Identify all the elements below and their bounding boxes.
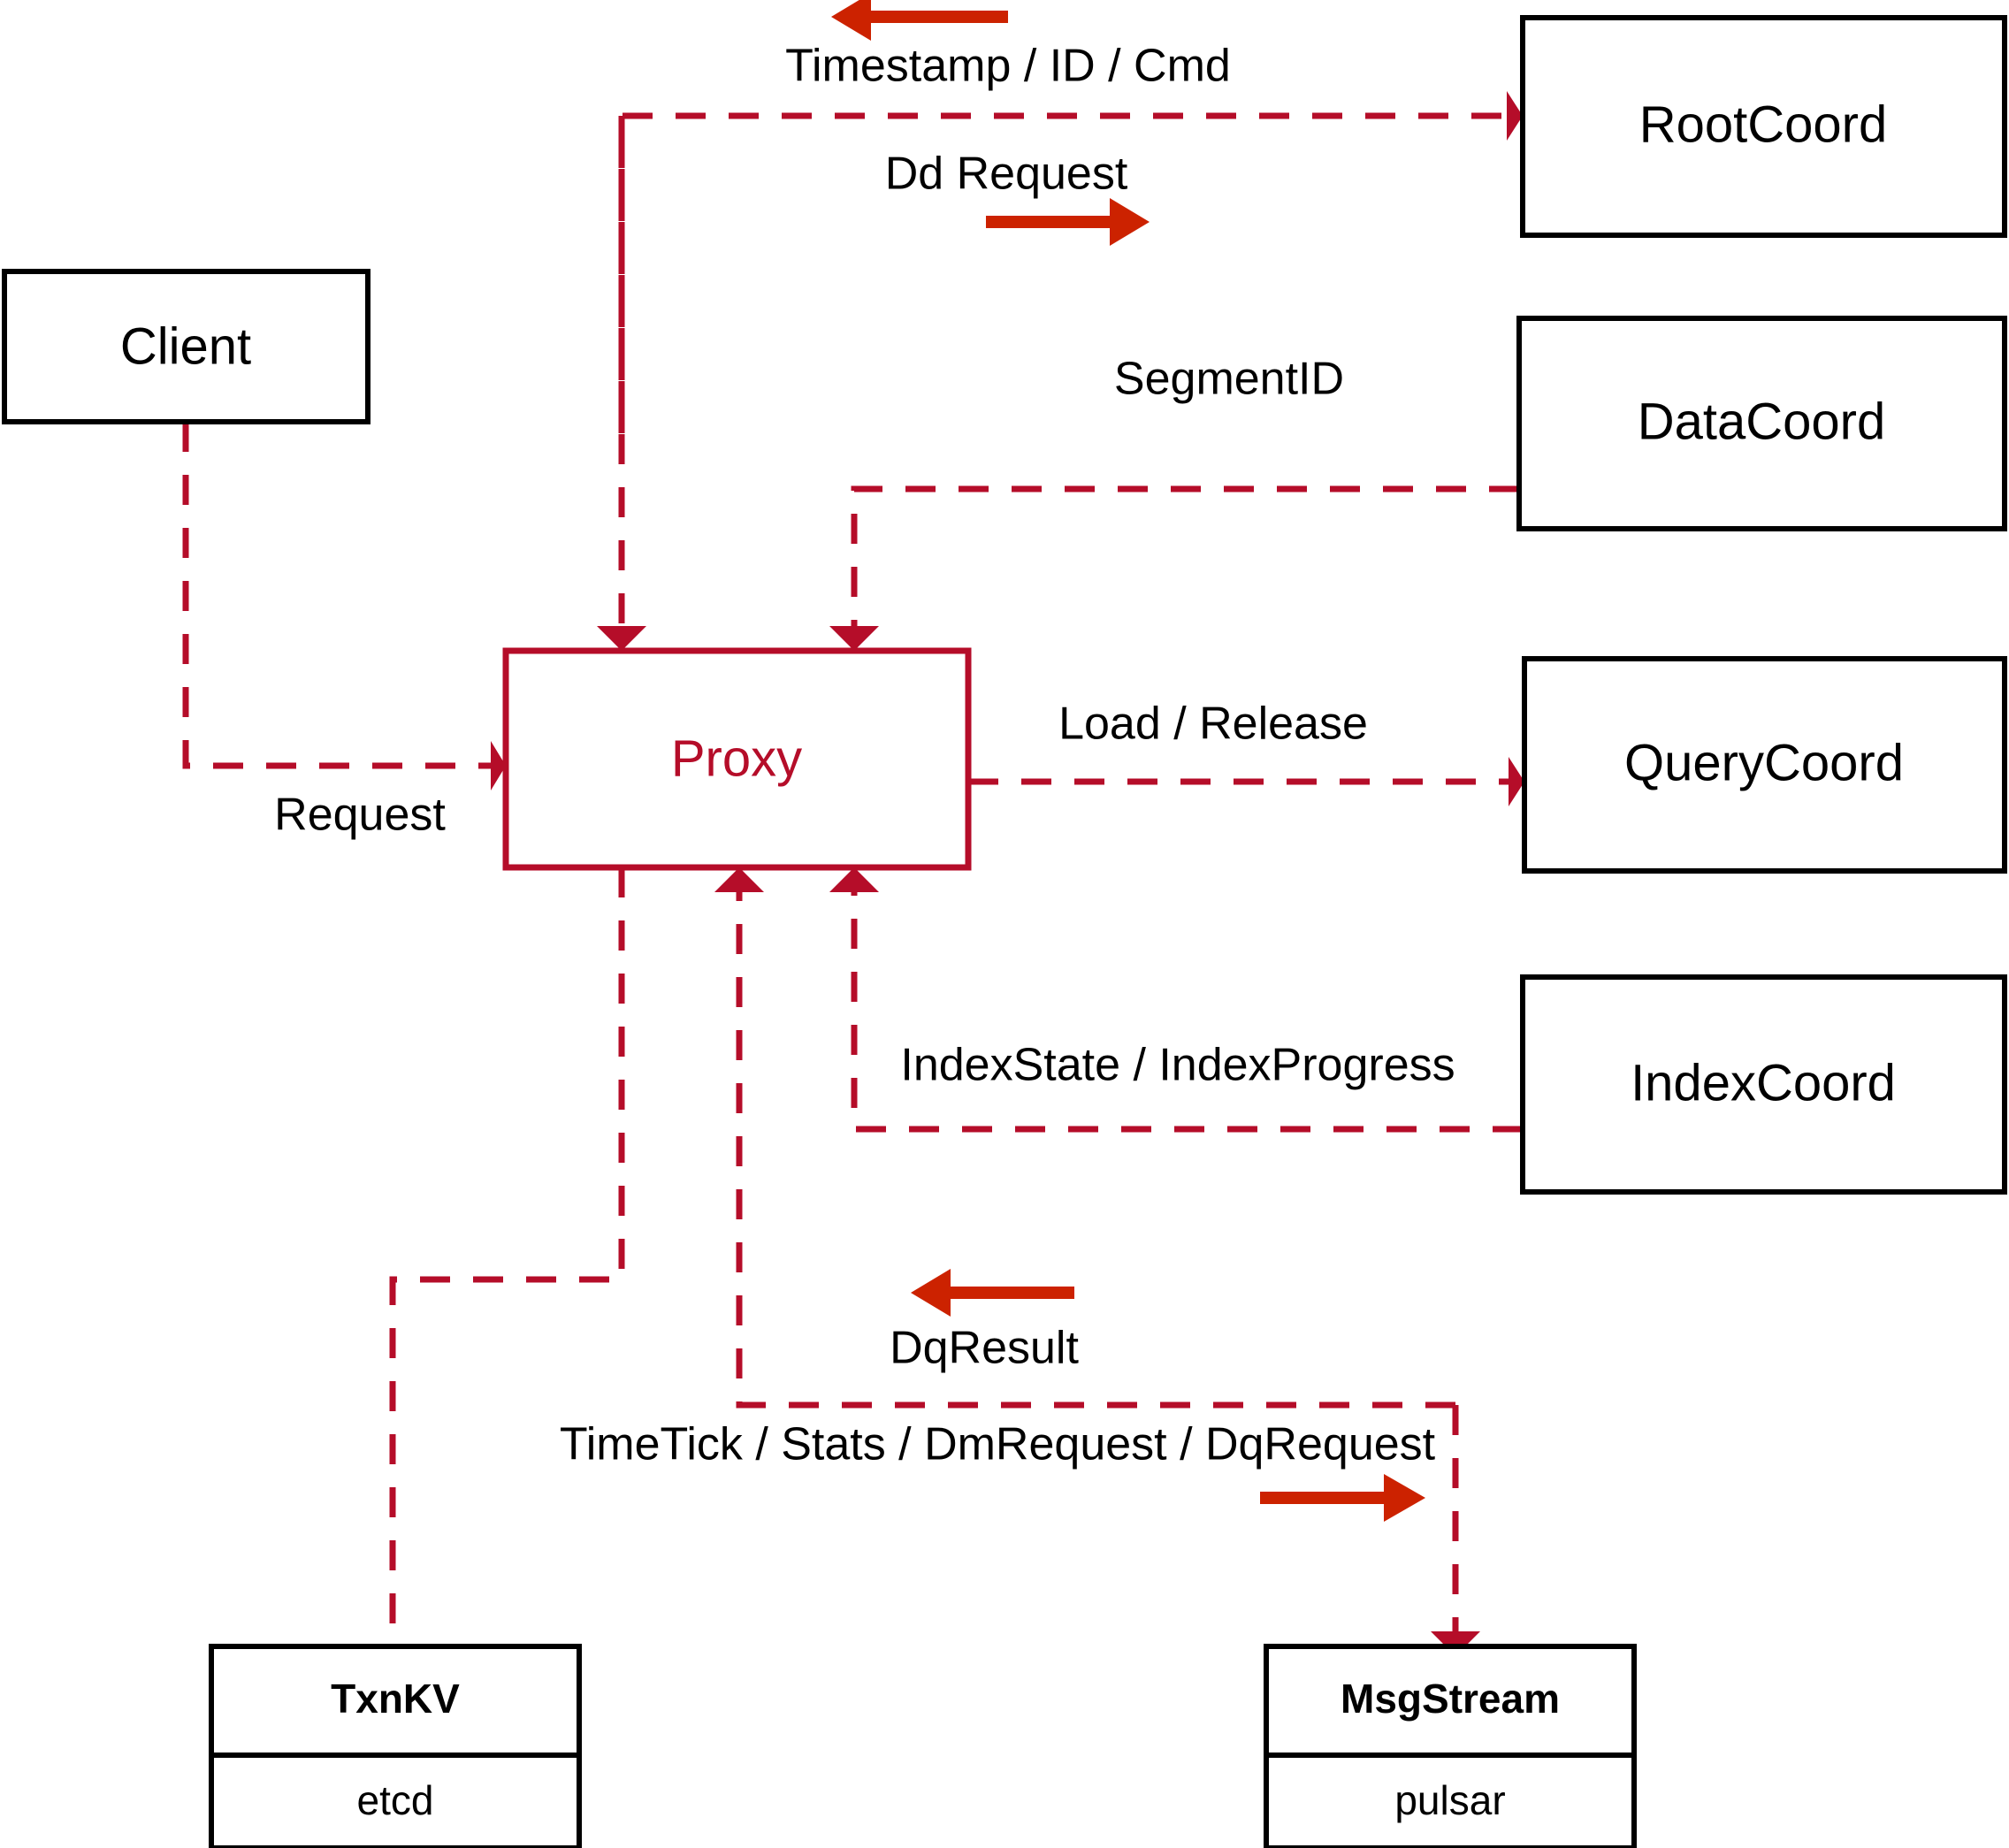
- node-msgstream[interactable]: MsgStream pulsar: [1264, 1644, 1637, 1848]
- edge-label-load-release: Load / Release: [1058, 699, 1368, 750]
- flow-datacoord-to-proxy: [851, 485, 1519, 626]
- node-indexcoord-label: IndexCoord: [1631, 1054, 1896, 1111]
- edge-label-timetick-stats: TimeTick / Stats / DmRequest / DqRequest: [560, 1419, 1436, 1470]
- flow-client-to-proxy: [182, 422, 491, 769]
- edge-label-index-state-progress: IndexState / IndexProgress: [900, 1040, 1455, 1091]
- arrowhead-rootcoord-to-proxy: [597, 626, 646, 651]
- edge-label-dd-request: Dd Request: [885, 149, 1128, 200]
- edge-label-timestamp-id-cmd: Timestamp / ID / Cmd: [785, 41, 1231, 92]
- flow-proxy-to-txnkv: [389, 867, 625, 1646]
- flow-msgstream-to-proxy: [736, 892, 1455, 1409]
- arrowhead-indexcoord-to-proxy: [829, 867, 879, 892]
- arrowhead-datacoord-to-proxy: [829, 626, 879, 651]
- direction-arrow-timestamp-id-cmd: [831, 0, 1008, 41]
- node-msgstream-impl: pulsar: [1394, 1777, 1505, 1823]
- edge-label-segment-id: SegmentID: [1114, 354, 1344, 405]
- node-client-label: Client: [120, 317, 251, 375]
- flow-indexcoord-to-proxy: [851, 892, 1523, 1133]
- node-proxy[interactable]: Proxy: [502, 647, 972, 871]
- node-rootcoord-label: RootCoord: [1639, 95, 1887, 153]
- node-querycoord[interactable]: QueryCoord: [1522, 656, 2007, 874]
- arrowhead-proxy-to-rootcoord: [1507, 91, 1523, 141]
- flow-proxy-to-rootcoord: [618, 112, 1507, 433]
- node-querycoord-label: QueryCoord: [1624, 734, 1904, 791]
- node-client[interactable]: Client: [2, 269, 370, 424]
- node-msgstream-title: MsgStream: [1341, 1676, 1560, 1722]
- node-datacoord-label: DataCoord: [1638, 393, 1885, 450]
- direction-arrow-dd-request: [986, 198, 1150, 246]
- node-txnkv-impl: etcd: [357, 1777, 434, 1823]
- direction-arrow-timetick: [1260, 1474, 1425, 1522]
- direction-arrow-dqresult: [911, 1269, 1074, 1317]
- node-indexcoord[interactable]: IndexCoord: [1520, 974, 2007, 1195]
- node-txnkv-title: TxnKV: [331, 1676, 460, 1722]
- edge-label-dqresult: DqResult: [890, 1323, 1079, 1374]
- node-datacoord[interactable]: DataCoord: [1516, 316, 2007, 531]
- node-proxy-label: Proxy: [671, 729, 802, 787]
- edge-label-request: Request: [274, 790, 446, 841]
- node-rootcoord[interactable]: RootCoord: [1520, 15, 2007, 238]
- arrowhead-msgstream-to-proxy: [714, 867, 764, 892]
- node-txnkv[interactable]: TxnKV etcd: [209, 1644, 582, 1848]
- arrowhead-proxy-to-querycoord: [1509, 757, 1524, 806]
- arrowhead-client-to-proxy: [491, 741, 506, 790]
